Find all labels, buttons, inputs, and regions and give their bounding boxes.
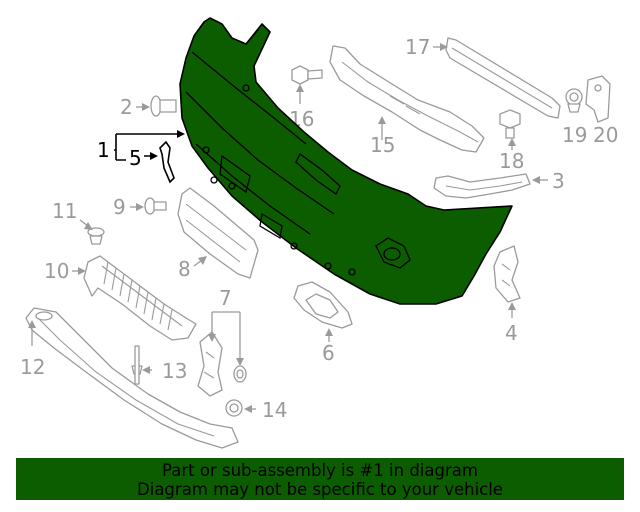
- part-8-plate-bracket[interactable]: [177, 187, 259, 279]
- callout-20: 20: [593, 123, 618, 147]
- callout-3: 3: [532, 169, 565, 193]
- part-9-screw[interactable]: [144, 197, 167, 215]
- svg-text:10: 10: [44, 259, 69, 283]
- callout-2: 2: [120, 95, 150, 119]
- part-7-shield[interactable]: [197, 331, 247, 397]
- part-19-grommet[interactable]: [565, 88, 583, 113]
- svg-text:15: 15: [370, 133, 395, 157]
- svg-text:13: 13: [162, 359, 187, 383]
- part-6-fog-bezel[interactable]: [293, 281, 353, 329]
- callout-5: 5: [116, 146, 158, 170]
- info-banner: Part or sub-assembly is #1 in diagram Di…: [16, 458, 624, 500]
- callout-8: 8: [178, 256, 207, 281]
- part-17-upper-bar[interactable]: [445, 37, 561, 119]
- svg-text:9: 9: [113, 195, 126, 219]
- banner-line-2: Diagram may not be specific to your vehi…: [137, 480, 503, 499]
- svg-text:12: 12: [20, 355, 45, 379]
- part-2-clip[interactable]: [150, 95, 177, 117]
- banner-line-1: Part or sub-assembly is #1 in diagram: [162, 461, 478, 480]
- part-16-bolt[interactable]: [291, 65, 323, 85]
- parts-diagram: 17 15 1 6 2 18: [20, 17, 618, 449]
- part-15-absorber[interactable]: [329, 45, 485, 153]
- callout-18: 18: [499, 138, 524, 173]
- svg-text:6: 6: [322, 341, 335, 365]
- part-5-bracket[interactable]: [159, 140, 175, 184]
- part-13-rivet[interactable]: [131, 345, 143, 385]
- callout-4: 4: [505, 302, 518, 345]
- svg-text:14: 14: [262, 398, 287, 422]
- callout-14: 14: [244, 398, 287, 422]
- callout-15: 15: [370, 116, 395, 157]
- callout-12: 12: [20, 320, 45, 379]
- part-11-push-clip[interactable]: [87, 227, 105, 245]
- svg-text:5: 5: [129, 146, 142, 170]
- svg-text:11: 11: [52, 199, 77, 223]
- svg-text:17: 17: [405, 35, 430, 59]
- callout-1: 1: [97, 130, 185, 162]
- svg-text:1: 1: [97, 138, 110, 162]
- callout-17: 17: [405, 35, 448, 59]
- part-12-lower-spoiler[interactable]: [25, 307, 239, 449]
- svg-text:4: 4: [505, 321, 518, 345]
- part-20-bracket[interactable]: [585, 75, 611, 123]
- svg-text:2: 2: [120, 95, 133, 119]
- part-4-bracket[interactable]: [493, 245, 521, 303]
- callout-9: 9: [113, 195, 144, 219]
- part-14-nut[interactable]: [225, 399, 243, 417]
- svg-text:3: 3: [552, 169, 565, 193]
- callout-13: 13: [142, 359, 187, 383]
- part-3-side-bracket[interactable]: [433, 173, 531, 199]
- callout-10: 10: [44, 259, 86, 283]
- callout-6: 6: [322, 328, 335, 365]
- callout-11: 11: [52, 199, 93, 230]
- callout-19: 19: [562, 123, 587, 147]
- part-18-bolt[interactable]: [499, 109, 521, 139]
- part-10-deflector[interactable]: [83, 255, 197, 341]
- svg-text:7: 7: [219, 286, 232, 310]
- svg-text:18: 18: [499, 149, 524, 173]
- callout-7: 7: [208, 286, 244, 366]
- part-1-bumper-cover[interactable]: [179, 17, 513, 305]
- svg-text:8: 8: [178, 257, 191, 281]
